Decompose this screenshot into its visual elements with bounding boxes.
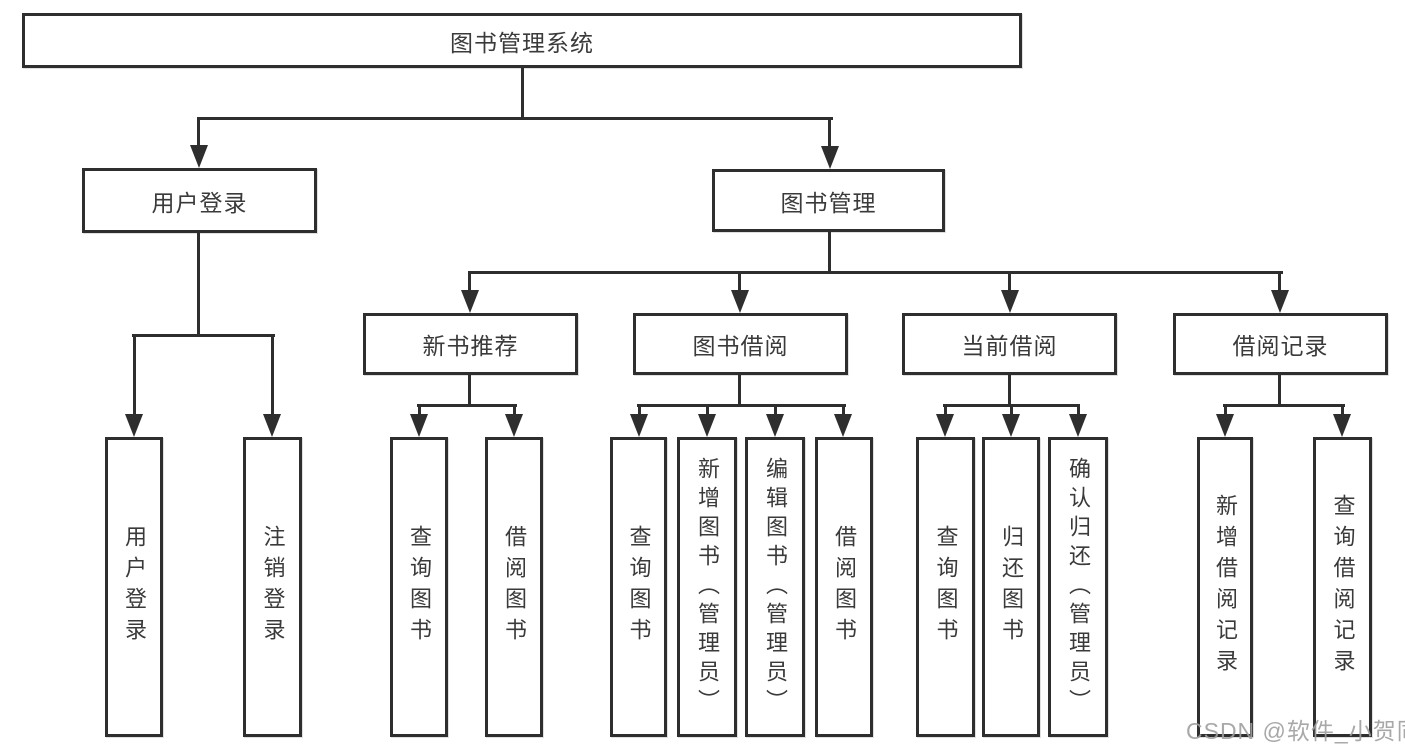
- connector-line: [1224, 404, 1227, 417]
- leaf-query-book-recommend-label: 查询图书: [407, 525, 432, 649]
- leaf-logout-label: 注销登录: [260, 525, 286, 649]
- arrowhead-icon: [1333, 414, 1351, 437]
- arrowhead-icon: [1216, 414, 1234, 437]
- connector-line: [828, 117, 831, 148]
- node-borrow-record-label: 借阅记录: [1232, 333, 1329, 359]
- leaf-query-book-borrow: 查询图书: [610, 437, 667, 737]
- connector-line: [468, 271, 1283, 274]
- arrowhead-icon: [766, 414, 784, 437]
- connector-line: [468, 271, 471, 293]
- connector-line: [637, 404, 846, 407]
- leaf-add-borrow-record: 新增借阅记录: [1197, 437, 1253, 737]
- node-user-login: 用户登录: [82, 168, 317, 233]
- connector-line: [513, 404, 516, 417]
- arrowhead-icon: [821, 146, 839, 169]
- leaf-confirm-return-admin: 确认归还（管理员）: [1048, 437, 1108, 737]
- node-new-book-recommend-label: 新书推荐: [422, 333, 519, 359]
- arrowhead-icon: [1001, 290, 1019, 313]
- connector-line: [1077, 404, 1080, 417]
- connector-line: [1008, 375, 1011, 406]
- arrowhead-icon: [1271, 290, 1289, 313]
- connector-line: [638, 404, 641, 417]
- node-user-login-label: 用户登录: [151, 189, 248, 216]
- connector-line: [418, 404, 421, 417]
- connector-line: [133, 334, 136, 416]
- leaf-borrow-book-recommend: 借阅图书: [485, 437, 543, 737]
- node-root: 图书管理系统: [22, 13, 1022, 68]
- connector-line: [828, 232, 831, 273]
- leaf-return-book: 归还图书: [982, 437, 1040, 737]
- leaf-add-book-admin: 新增图书（管理员）: [677, 437, 737, 737]
- connector-line: [738, 271, 741, 293]
- connector-line: [197, 117, 833, 120]
- arrowhead-icon: [834, 414, 852, 437]
- connector-line: [706, 404, 709, 417]
- leaf-return-book-label: 归还图书: [999, 525, 1024, 649]
- leaf-edit-book-admin: 编辑图书（管理员）: [745, 437, 805, 737]
- leaf-query-book-recommend: 查询图书: [390, 437, 448, 737]
- node-book-management-label: 图书管理: [780, 189, 877, 216]
- connector-line: [1008, 271, 1011, 293]
- arrowhead-icon: [263, 414, 281, 437]
- arrowhead-icon: [731, 290, 749, 313]
- connector-line: [738, 375, 741, 406]
- leaf-user-login: 用户登录: [105, 437, 163, 737]
- node-current-borrow: 当前借阅: [902, 313, 1117, 375]
- node-new-book-recommend: 新书推荐: [363, 313, 578, 375]
- connector-line: [1341, 404, 1344, 417]
- leaf-borrow-book-recommend-label: 借阅图书: [502, 525, 527, 649]
- connector-line: [774, 404, 777, 417]
- arrowhead-icon: [461, 290, 479, 313]
- leaf-user-login-label: 用户登录: [122, 525, 147, 649]
- leaf-query-book-current: 查询图书: [916, 437, 975, 737]
- leaf-query-book-borrow-label: 查询图书: [626, 525, 652, 649]
- connector-line: [842, 404, 845, 417]
- csdn-watermark: CSDN @软件_小贺同学: [1186, 718, 1405, 744]
- connector-line: [132, 334, 275, 337]
- connector-line: [1278, 271, 1281, 293]
- arrowhead-icon: [190, 145, 208, 168]
- arrowhead-icon: [410, 414, 428, 437]
- node-current-borrow-label: 当前借阅: [961, 333, 1058, 359]
- leaf-query-borrow-record-label: 查询借阅记录: [1330, 494, 1356, 680]
- connector-line: [197, 233, 200, 335]
- arrowhead-icon: [1002, 414, 1020, 437]
- node-book-management: 图书管理: [712, 169, 945, 232]
- connector-line: [1223, 404, 1345, 407]
- arrowhead-icon: [505, 414, 523, 437]
- arrowhead-icon: [698, 414, 716, 437]
- leaf-confirm-return-admin-label: 确认归还（管理员）: [1066, 456, 1091, 718]
- connector-line: [468, 375, 471, 406]
- leaf-add-book-admin-label: 新增图书（管理员）: [695, 456, 720, 718]
- node-root-label: 图书管理系统: [450, 29, 594, 56]
- leaf-edit-book-admin-label: 编辑图书（管理员）: [763, 456, 788, 718]
- connector-line: [1278, 375, 1281, 406]
- connector-line: [1010, 404, 1013, 417]
- leaf-query-borrow-record: 查询借阅记录: [1313, 437, 1372, 737]
- arrowhead-icon: [630, 414, 648, 437]
- connector-line: [271, 334, 274, 416]
- leaf-logout: 注销登录: [243, 437, 302, 737]
- connector-line: [944, 404, 947, 417]
- connector-line: [521, 68, 524, 120]
- arrowhead-icon: [936, 414, 954, 437]
- arrowhead-icon: [125, 414, 143, 437]
- node-book-borrow: 图书借阅: [633, 313, 848, 375]
- leaf-add-borrow-record-label: 新增借阅记录: [1213, 494, 1238, 680]
- connector-line: [197, 117, 200, 148]
- leaf-borrow-book: 借阅图书: [815, 437, 873, 737]
- leaf-borrow-book-label: 借阅图书: [832, 525, 857, 649]
- connector-line: [417, 404, 517, 407]
- leaf-query-book-current-label: 查询图书: [933, 525, 959, 649]
- node-book-borrow-label: 图书借阅: [692, 333, 789, 359]
- arrowhead-icon: [1069, 414, 1087, 437]
- node-borrow-record: 借阅记录: [1173, 313, 1388, 375]
